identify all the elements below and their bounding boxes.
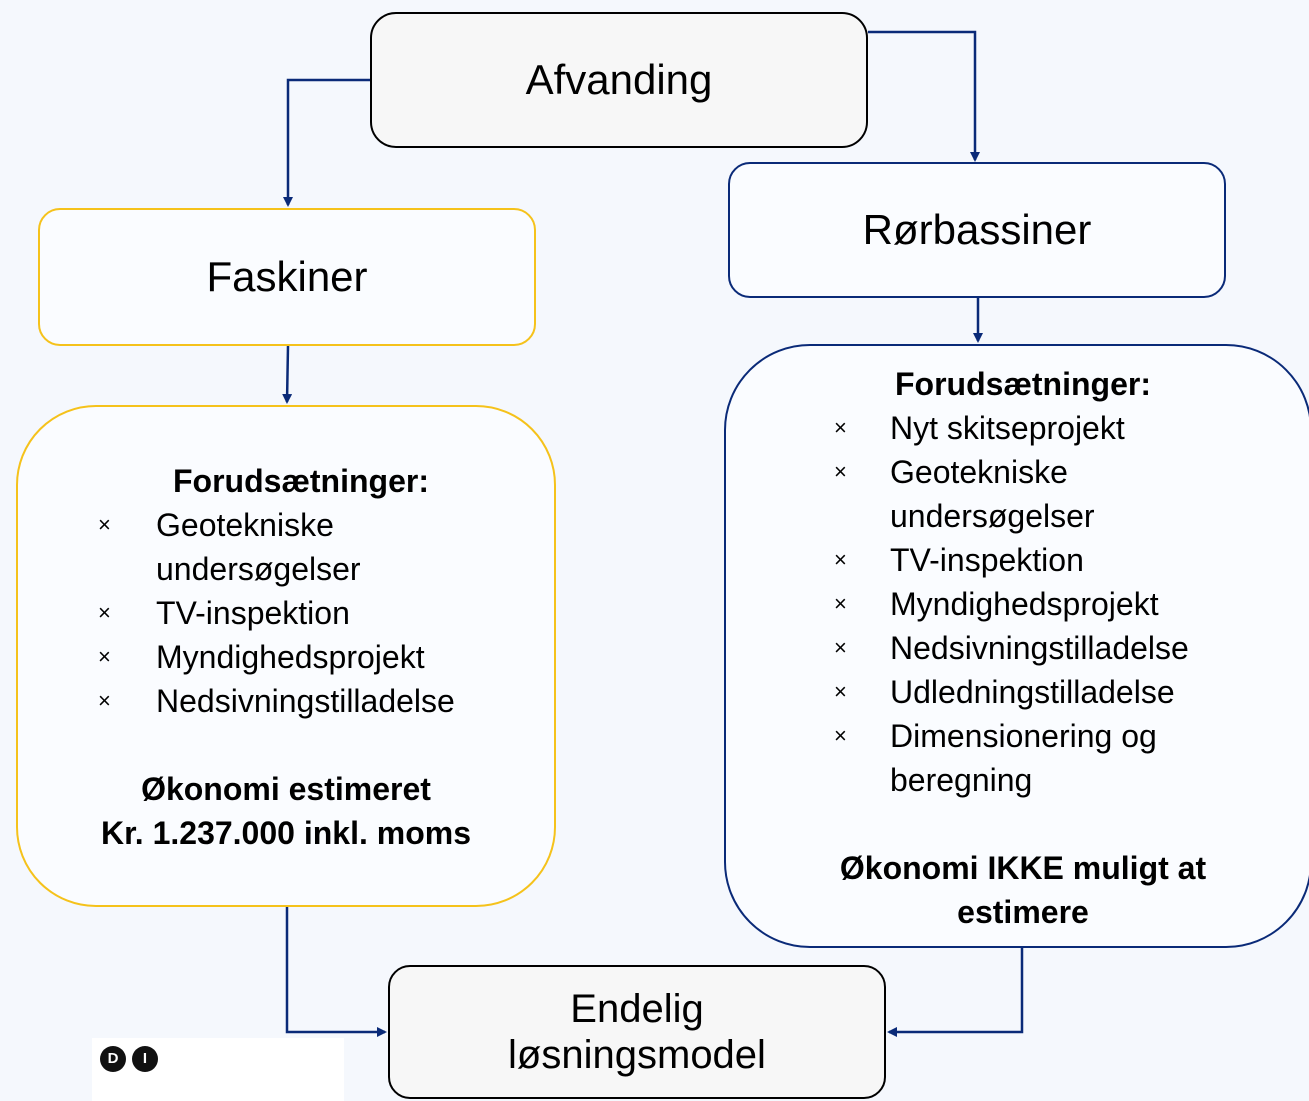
list-item: × Myndighedsprojekt xyxy=(18,635,554,679)
list-item-text: TV-inspektion xyxy=(890,542,1084,578)
list-item-text: Geotekniske xyxy=(156,507,334,543)
faskiner-economy-line1: Økonomi estimeret xyxy=(141,771,431,807)
cross-icon: × xyxy=(98,512,111,537)
cross-icon: × xyxy=(98,600,111,625)
logo-letter-i: I xyxy=(132,1046,158,1072)
faskiner-requirements-heading: Forudsætninger: xyxy=(173,463,429,499)
node-rorbassiner-label: Rørbassiner xyxy=(862,206,1092,253)
cross-icon: × xyxy=(834,591,847,616)
faskiner-requirements-list: × Geotekniske undersøgelser × TV-inspekt… xyxy=(18,503,554,723)
cross-icon: × xyxy=(834,415,847,440)
list-item: × Myndighedsprojekt xyxy=(726,582,1309,626)
node-afvanding-label: Afvanding xyxy=(525,56,713,103)
list-item: × Nyt skitseprojekt xyxy=(726,406,1309,450)
list-item-text: Myndighedsprojekt xyxy=(156,639,425,675)
list-item-text: Nyt skitseprojekt xyxy=(890,410,1125,446)
cross-icon: × xyxy=(98,688,111,713)
list-item-text: Dimensionering og xyxy=(890,718,1157,754)
rorbassiner-economy: Økonomi IKKE muligt at estimere xyxy=(726,846,1309,934)
cross-icon: × xyxy=(834,547,847,572)
list-item: × Nedsivningstilladelse xyxy=(18,679,554,723)
node-endelig-losningsmodel: Endelig løsningsmodel xyxy=(388,965,886,1099)
list-item: × TV-inspektion xyxy=(18,591,554,635)
logo-letter-d: D xyxy=(100,1046,126,1072)
cross-icon: × xyxy=(834,723,847,748)
rorbassiner-requirements-heading: Forudsætninger: xyxy=(895,366,1151,402)
cross-icon: × xyxy=(834,679,847,704)
list-item: × TV-inspektion xyxy=(726,538,1309,582)
faskiner-economy-line2: Kr. 1.237.000 inkl. moms xyxy=(101,815,471,851)
rorbassiner-requirements-list: × Nyt skitseprojekt × Geotekniske unders… xyxy=(726,406,1309,802)
cross-icon: × xyxy=(834,459,847,484)
arrow-rorbassiner-detail-to-endelig xyxy=(887,948,1024,1037)
di-logo: D I xyxy=(92,1038,344,1101)
list-item: × Geotekniske undersøgelser xyxy=(726,450,1309,538)
list-item: × Udledningstilladelse xyxy=(726,670,1309,714)
node-rorbassiner: Rørbassiner xyxy=(728,162,1226,298)
rorbassiner-requirements-box: Forudsætninger: × Nyt skitseprojekt × Ge… xyxy=(724,344,1309,948)
faskiner-economy: Økonomi estimeret Kr. 1.237.000 inkl. mo… xyxy=(18,767,554,855)
list-item-text: undersøgelser xyxy=(156,551,361,587)
list-item-text: Nedsivningstilladelse xyxy=(156,683,455,719)
arrow-afvanding-to-rorbassiner xyxy=(868,30,980,162)
list-item: × Nedsivningstilladelse xyxy=(726,626,1309,670)
node-faskiner-label: Faskiner xyxy=(206,253,368,300)
node-faskiner: Faskiner xyxy=(38,208,536,346)
rorbassiner-economy-line2: estimere xyxy=(957,894,1089,930)
list-item-text: Geotekniske xyxy=(890,454,1068,490)
arrow-faskiner-to-detail xyxy=(282,345,293,404)
node-endelig-label-line2: løsningsmodel xyxy=(508,1033,766,1077)
cross-icon: × xyxy=(834,635,847,660)
list-item-text: Udledningstilladelse xyxy=(890,674,1175,710)
list-item: × Dimensionering og beregning xyxy=(726,714,1309,802)
list-item-text: Myndighedsprojekt xyxy=(890,586,1159,622)
list-item-text: Nedsivningstilladelse xyxy=(890,630,1189,666)
arrow-afvanding-to-faskiner xyxy=(283,78,370,207)
cross-icon: × xyxy=(98,644,111,669)
arrow-faskiner-detail-to-endelig xyxy=(285,907,387,1037)
list-item: × Geotekniske undersøgelser xyxy=(18,503,554,591)
node-afvanding: Afvanding xyxy=(370,12,868,148)
list-item-text: TV-inspektion xyxy=(156,595,350,631)
list-item-text: beregning xyxy=(890,762,1033,798)
list-item-text: undersøgelser xyxy=(890,498,1095,534)
rorbassiner-economy-line1: Økonomi IKKE muligt at xyxy=(839,850,1207,886)
node-endelig-label-line1: Endelig xyxy=(570,987,704,1031)
faskiner-requirements-box: Forudsætninger: × Geotekniske undersøgel… xyxy=(16,405,556,907)
